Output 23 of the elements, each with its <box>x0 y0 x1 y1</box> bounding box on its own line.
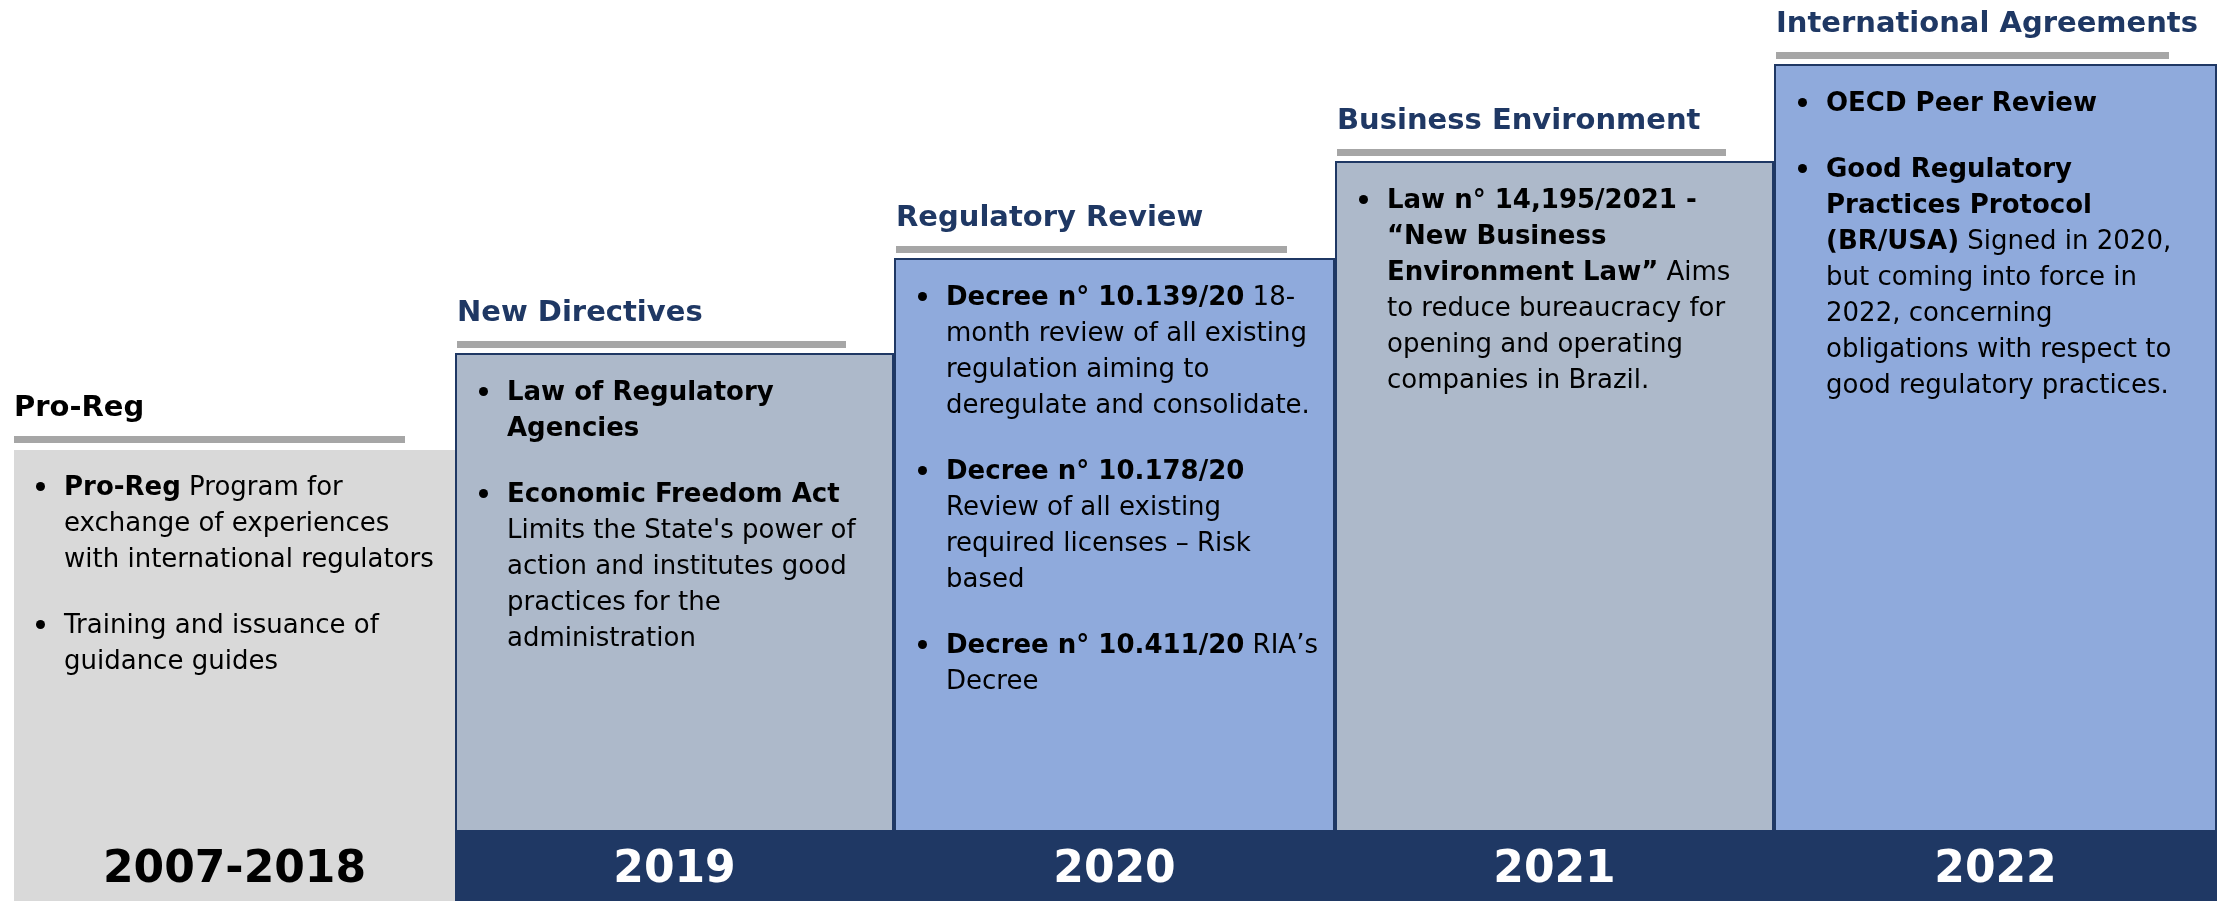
period-heading: Pro-Reg <box>14 388 145 424</box>
period-heading: Regulatory Review <box>896 198 1204 234</box>
bullet-item: Economic Freedom Act Limits the State's power of action and institutes good practices for the administration <box>471 475 880 655</box>
bullet-item: Decree n° 10.411/20 RIA’s Decree <box>910 626 1321 698</box>
bullet-item: Law of Regulatory Agencies <box>471 373 880 445</box>
year-bar <box>1774 832 2217 901</box>
year-label: 2019 <box>613 841 736 892</box>
year-label: 2022 <box>1934 841 2057 892</box>
bullet-item: Decree n° 10.139/20 18-month review of all existing regulation aiming to deregulate and consolidate. <box>910 278 1321 422</box>
bullet-item: Training and issuance of guidance guides <box>28 606 443 678</box>
period-heading: Business Environment <box>1337 101 1701 137</box>
year-label: 2020 <box>1053 841 1176 892</box>
year-label: 2007-2018 <box>102 841 367 892</box>
bullet-item: OECD Peer Review <box>1790 84 2203 120</box>
year-bar <box>455 832 894 901</box>
year-label: 2021 <box>1493 841 1616 892</box>
bullet-item: Decree n° 10.178/20 Review of all existing required licenses – Risk based <box>910 452 1321 596</box>
bullet-item: Pro-Reg Program for exchange of experiences with international regulators <box>28 468 443 576</box>
bullet-item: Law n° 14,195/2021 - “New Business Environment Law” Aims to reduce bureaucracy for opening and operating companies in Brazil. <box>1351 181 1760 397</box>
period-heading: New Directives <box>457 293 703 329</box>
bullet-item: Good Regulatory Practices Protocol (BR/USA) Signed in 2020, but coming into force in 2022, concerning obligations with respect to good regulatory practices. <box>1790 150 2203 402</box>
period-heading: International Agreements <box>1776 4 2198 40</box>
year-bar <box>14 832 455 901</box>
